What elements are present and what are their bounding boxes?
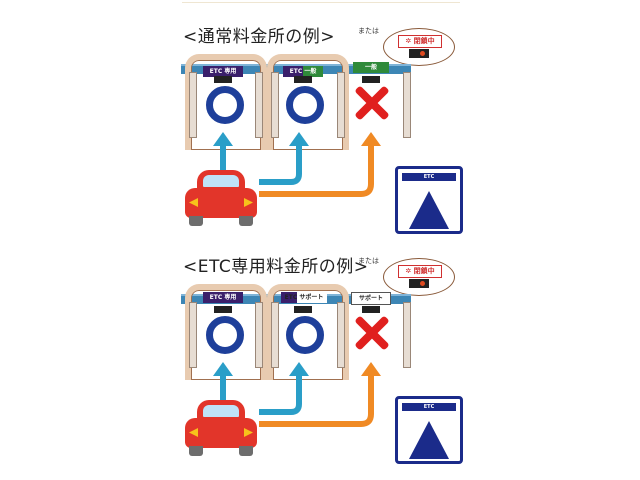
- etc-only-toll-example-panel: <ETC専用料金所の例> または ✲ 閉鎖中 ETC 専用 ETC サポート サ…: [175, 246, 465, 476]
- closed-icon: ✲: [405, 37, 414, 45]
- ok-circle-icon: [206, 316, 244, 354]
- booth-lamp: [362, 76, 380, 83]
- booth-lamp: [362, 306, 380, 313]
- closed-sign: ✲ 閉鎖中: [398, 35, 442, 48]
- etc-lane-logo-icon: ETC: [395, 166, 463, 234]
- closed-sign: ✲ 閉鎖中: [398, 265, 442, 278]
- car-icon: [185, 170, 257, 228]
- closed-lamp-icon: [409, 49, 429, 58]
- booth-sign-1: ETC 専用: [203, 292, 243, 303]
- booth-highlight-2: [267, 284, 349, 380]
- closed-lamp-icon: [409, 279, 429, 288]
- panel-title: <通常料金所の例>: [183, 27, 335, 47]
- ok-circle-icon: [286, 86, 324, 124]
- pillar: [255, 72, 263, 138]
- normal-toll-example-panel: <通常料金所の例> または ✲ 閉鎖中 ETC 専用 ETC 一般 一般 E: [175, 16, 465, 246]
- booth-highlight-1: [185, 284, 267, 380]
- booth-highlight-2: [267, 54, 349, 150]
- closed-icon: ✲: [405, 267, 414, 275]
- panel-title: <ETC専用料金所の例>: [183, 257, 369, 277]
- booth-lamp: [214, 76, 232, 83]
- closed-callout-bubble: ✲ 閉鎖中: [383, 258, 455, 303]
- ok-circle-icon: [206, 86, 244, 124]
- booth-sign-2: ETC 一般: [283, 66, 323, 77]
- or-label: または: [358, 257, 379, 265]
- car-icon: [185, 400, 257, 458]
- pillar: [189, 72, 197, 138]
- booth-sign-3: 一般: [353, 62, 389, 73]
- closed-callout-bubble: ✲ 閉鎖中: [383, 28, 455, 73]
- pillar: [403, 302, 411, 368]
- pillar: [337, 72, 345, 138]
- pillar: [403, 72, 411, 138]
- pillar: [271, 72, 279, 138]
- pillar: [337, 302, 345, 368]
- pillar: [255, 302, 263, 368]
- booth-sign-2: ETC サポート: [281, 292, 327, 303]
- pillar: [189, 302, 197, 368]
- booth-highlight-1: [185, 54, 267, 150]
- booth-lamp: [214, 306, 232, 313]
- booth-sign-1: ETC 専用: [203, 66, 243, 77]
- booth-lamp: [294, 306, 312, 313]
- or-label: または: [358, 27, 379, 35]
- top-divider: [182, 2, 460, 3]
- booth-lamp: [294, 76, 312, 83]
- pillar: [271, 302, 279, 368]
- booth-sign-3: サポート: [351, 292, 391, 305]
- etc-lane-logo-icon: ETC: [395, 396, 463, 464]
- ok-circle-icon: [286, 316, 324, 354]
